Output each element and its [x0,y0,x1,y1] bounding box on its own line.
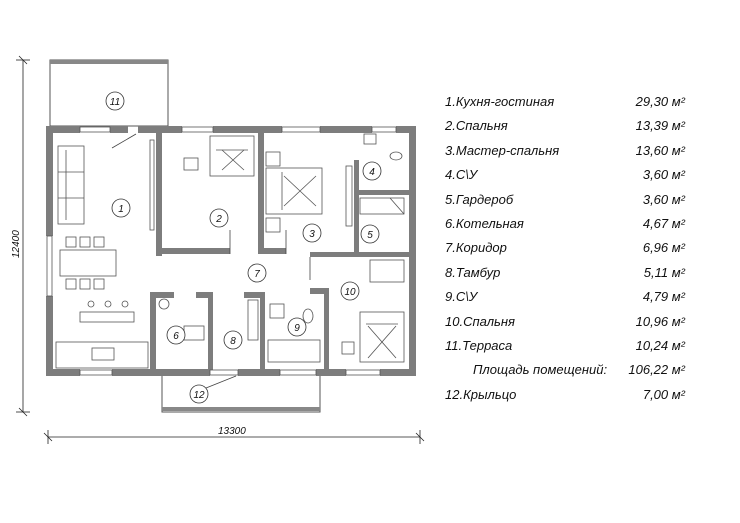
terrace [49,59,169,127]
legend-value: 29,30 м² [635,94,685,109]
legend-total-value: 106,22 м² [628,362,685,378]
furniture [55,133,405,369]
legend-row: 12.Крыльцо 7,00 м² [445,383,705,407]
legend-name: 9.С\У [445,289,478,305]
room-number: 2 [215,214,222,225]
legend-value: 10,24 м² [635,337,685,353]
legend-row: 3.Мастер-спальня 13,60 м² [445,139,705,163]
legend-value: 6,96 м² [642,240,685,256]
legend-name: 5.Гардероб [445,191,514,207]
legend-row: 8.Тамбур 5,11 м² [445,261,705,285]
legend-value: 13,39 м² [635,118,685,134]
room-number: 12 [193,390,205,401]
dining-table-icon [59,249,117,277]
legend-value: 7,00 м² [642,386,685,402]
dimension-lines [16,55,425,444]
height-dimension-label: 12400 [11,230,22,258]
doors [111,133,311,389]
legend-name: 6.Котельная [445,215,524,231]
legend-value: 4,67 м² [642,215,685,231]
legend-name: 11.Терраса [445,337,513,353]
width-dimension-label: 13300 [218,426,246,437]
legend-name: 3.Мастер-спальня [445,142,560,158]
bed-icon [359,311,405,363]
legend-row: 7.Коридор 6,96 м² [445,236,705,260]
legend-row: 10.Спальня 10,96 м² [445,310,705,334]
legend-row: 6.Котельная 4,67 м² [445,212,705,236]
bed-icon [265,167,323,215]
legend-name: 10.Спальня [445,313,515,329]
porch [161,371,321,413]
sofa-icon [57,145,85,225]
room-number: 6 [173,331,179,342]
room-markers [105,91,382,404]
room-number: 7 [254,269,260,280]
room-number: 1 [118,204,124,215]
legend-value: 3,60 м² [642,167,685,183]
bed-icon [209,135,255,177]
legend-value: 4,79 м² [642,289,685,305]
floor-plan: 13300 12400 [11,55,425,444]
legend-total-row: Площадь помещений: 106,22 м² [445,358,705,382]
legend-row: 2.Спальня 13,39 м² [445,114,705,138]
legend-row: 9.С\У 4,79 м² [445,285,705,309]
legend-value: 5,11 м² [643,264,685,280]
room-number: 3 [309,229,315,240]
room-legend: 1.Кухня-гостиная 29,30 м² 2.Спальня 13,39 … [445,90,705,407]
legend-row: 5.Гардероб 3,60 м² [445,188,705,212]
legend-total-label: Площадь помещений: [473,362,608,378]
room-number: 10 [344,287,356,298]
legend-value: 10,96 м² [635,313,685,329]
legend-row: 4.С\У 3,60 м² [445,163,705,187]
legend-value: 13,60 м² [635,142,685,158]
room-number: 5 [367,230,373,241]
walls [46,126,416,376]
legend-value: 3,60 м² [642,191,685,207]
legend-name: 1.Кухня-гостиная [445,94,555,109]
room-numbers: 11 1 2 3 4 5 6 7 8 9 10 12 [110,97,375,401]
kitchen-island-icon [79,311,135,323]
legend-row: 11.Терраса 10,24 м² [445,334,705,358]
legend-name: 4.С\У [445,167,478,183]
legend-name: 7.Коридор [445,240,507,256]
legend-name: 12.Крыльцо [445,386,517,402]
room-number: 11 [110,97,120,108]
legend-name: 2.Спальня [445,118,508,134]
windows [46,126,397,376]
legend-name: 8.Тамбур [445,264,501,280]
room-number: 8 [230,336,236,347]
room-number: 9 [294,323,300,334]
legend-row: 1.Кухня-гостиная 29,30 м² [445,90,705,114]
room-number: 4 [369,167,375,178]
